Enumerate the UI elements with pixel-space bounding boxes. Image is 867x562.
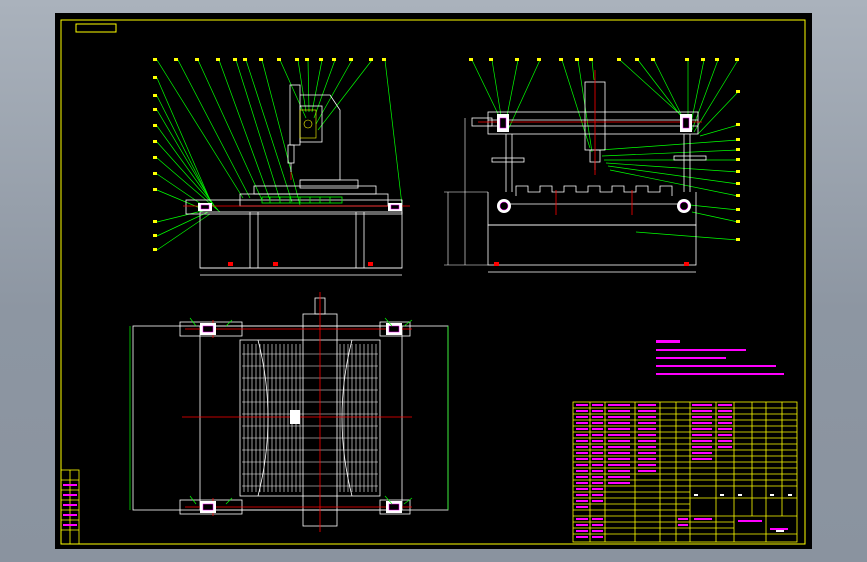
- side-view: [444, 58, 740, 273]
- front-view: [153, 58, 410, 276]
- technical-notes: [656, 340, 784, 375]
- title-block: [572, 401, 798, 543]
- drawing-frame: [60, 19, 806, 545]
- top-view: [129, 292, 449, 532]
- drawing-sheet: [55, 13, 812, 549]
- revision-strip: [60, 469, 80, 545]
